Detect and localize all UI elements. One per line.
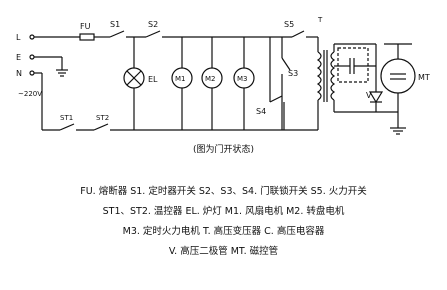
terminal-l-label: L [16, 33, 21, 42]
terminal-n [29, 70, 35, 76]
switch-s4 [269, 95, 283, 103]
neutral-line [34, 72, 318, 131]
lamp-el [123, 67, 145, 89]
switch-s2 [145, 30, 161, 38]
earth-line [34, 56, 68, 77]
switch-s3-label: S3 [288, 69, 298, 78]
terminal-l [29, 34, 35, 40]
transformer-t [316, 37, 336, 130]
hv-circuit [334, 43, 406, 135]
switch-s5-label: S5 [284, 20, 294, 29]
diode-symbol [368, 91, 384, 104]
switch-s2-label: S2 [148, 20, 158, 29]
supply-voltage-label: ~220V [18, 90, 42, 98]
diagram-caption: (图为门开状态) [192, 145, 255, 155]
fuse-symbol [79, 33, 95, 41]
thermostat-st2 [93, 123, 109, 131]
thermostat-st2-label: ST2 [96, 114, 109, 122]
motor-m2-label: M2 [205, 75, 216, 83]
lamp-el-label: EL [148, 75, 158, 84]
load-branches [133, 37, 285, 130]
motor-m2 [201, 67, 223, 89]
diode-label: V [366, 91, 372, 100]
thermostat-st1 [59, 123, 75, 131]
motor-m1-label: M1 [175, 75, 186, 83]
legend-line-3: M3. 定时火力电机 T. 高压变压器 C. 高压电容器 [122, 226, 325, 237]
transformer-label: T [317, 16, 323, 24]
terminal-e-label: E [16, 53, 21, 62]
terminal-n-label: N [16, 69, 22, 78]
terminal-e [29, 54, 35, 60]
fuse-label: FU [80, 22, 91, 31]
live-line [34, 30, 318, 41]
switch-s1 [109, 30, 125, 38]
legend-line-2: ST1、ST2. 温控器 EL. 炉灯 M1. 风扇电机 M2. 转盘电机 [102, 206, 345, 217]
switch-s3 [281, 37, 291, 130]
motor-m3 [233, 67, 255, 89]
legend-line-1: FU. 熔断器 S1. 定时器开关 S2、S3、S4. 门联锁开关 S5. 火力… [80, 186, 367, 197]
motor-m3-label: M3 [237, 75, 248, 83]
switch-s1-label: S1 [110, 20, 120, 29]
switch-s5 [291, 30, 305, 38]
thermostat-st1-label: ST1 [60, 114, 73, 122]
motor-m1 [171, 67, 193, 89]
switch-s4-label: S4 [256, 107, 266, 116]
magnetron-label: MT [418, 73, 430, 82]
legend-line-4: V. 高压二极管 MT. 磁控管 [168, 246, 279, 257]
magnetron-mt [380, 43, 416, 112]
